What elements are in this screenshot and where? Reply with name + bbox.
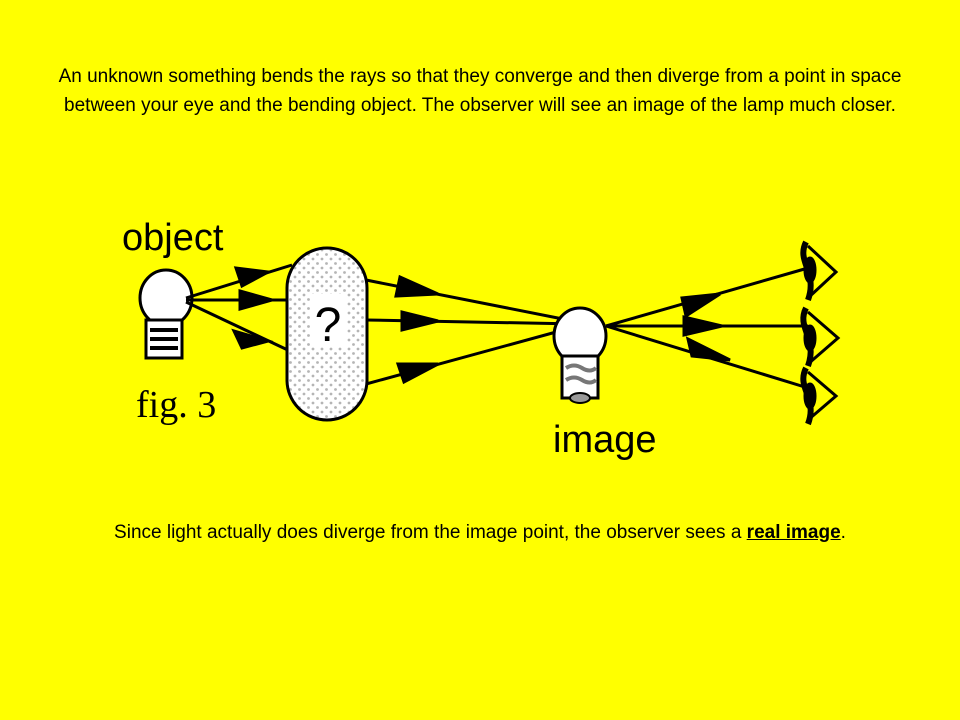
conclusion-after: . (840, 522, 846, 543)
conclusion-before: Since light actually does diverge from t… (114, 522, 747, 543)
converging-rays (365, 274, 579, 386)
object-label: object (122, 217, 224, 259)
image-lamp-icon (552, 306, 608, 404)
question-mark-icon: ? (315, 299, 342, 352)
incoming-rays (185, 263, 293, 354)
unknown-bending-object: ? (285, 246, 369, 422)
diverging-rays (605, 266, 809, 390)
observer-eyes-icon (800, 240, 841, 426)
image-label: image (553, 419, 657, 461)
intro-text: An unknown something bends the rays so t… (58, 66, 902, 116)
conclusion-text: Since light actually does diverge from t… (0, 522, 960, 544)
figure-label: fig. 3 (136, 384, 216, 426)
real-image-term: real image (746, 522, 841, 543)
object-lamp-icon (138, 268, 194, 360)
